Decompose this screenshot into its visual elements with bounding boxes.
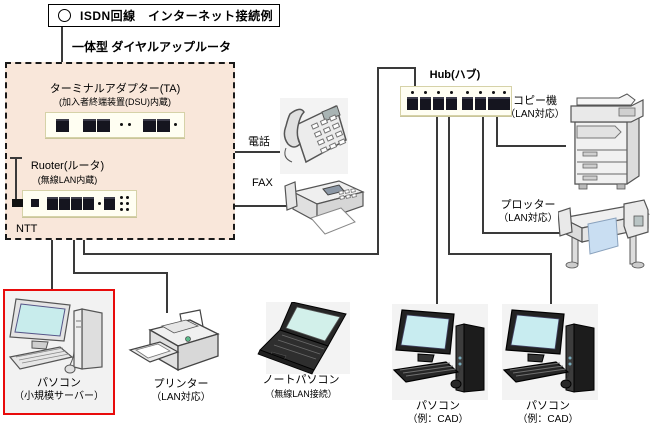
- cad-pc-icon: [392, 302, 488, 407]
- wire-hub-plotter-v: [482, 114, 484, 234]
- hub-port: [446, 97, 457, 110]
- router-led: [126, 202, 129, 205]
- router-led: [98, 202, 101, 205]
- router-sub-label: (無線LAN内蔵): [37, 175, 98, 185]
- router-port: [104, 197, 115, 210]
- router-label: Ruoter(ルータ): [30, 160, 105, 172]
- plotter-label: プロッター: [500, 199, 556, 211]
- ta-port: [97, 119, 110, 132]
- ntt-line-connector: [12, 199, 23, 207]
- wire-router-printer-h: [73, 272, 168, 274]
- phone-icon: [276, 96, 350, 181]
- printer-icon: [128, 308, 230, 383]
- router-port: [59, 197, 70, 210]
- hub-led: [479, 91, 482, 94]
- hub-port: [475, 97, 486, 110]
- integrated-router-label: 一体型 ダイヤルアップルータ: [72, 40, 231, 54]
- ta-led: [174, 123, 177, 126]
- ntt-line: [15, 157, 17, 203]
- wire-router-hub-h2: [377, 67, 416, 69]
- cad-pc1-label: パソコン: [416, 400, 460, 412]
- hub-device: [400, 86, 512, 116]
- copier-sub-label: （LAN対応）: [505, 109, 565, 120]
- wire-hub-cadpc2-v1: [448, 114, 450, 255]
- hub-label: Hub(ハブ): [429, 69, 481, 81]
- hub-led: [424, 91, 427, 94]
- wire-router-hub-v3: [414, 67, 416, 88]
- wire-router-hub-v2: [377, 67, 379, 255]
- router-switch: [31, 199, 39, 207]
- ta-port: [56, 119, 69, 132]
- server-pc-label: パソコン: [37, 377, 81, 389]
- hub-led: [411, 91, 414, 94]
- hub-led: [503, 91, 506, 94]
- router-device: [22, 190, 137, 217]
- printer-label: プリンター: [153, 378, 209, 390]
- hub-led: [437, 91, 440, 94]
- hub-port: [499, 97, 510, 110]
- router-port: [71, 197, 82, 210]
- phone-label: 電話: [248, 136, 270, 148]
- hub-led: [450, 91, 453, 94]
- hub-port: [462, 97, 473, 110]
- plotter-sub-label: （LAN対応）: [498, 213, 558, 224]
- hub-led: [466, 91, 469, 94]
- hub-port: [420, 97, 431, 110]
- terminal-adapter-device: [45, 112, 185, 138]
- ta-port: [157, 119, 170, 132]
- cad-pc2-label: パソコン: [526, 400, 570, 412]
- plotter-icon: [557, 198, 650, 275]
- hub-port: [488, 97, 499, 110]
- router-led: [120, 202, 123, 205]
- copier-icon: [565, 92, 645, 197]
- ta-label: ターミナルアダプター(TA): [49, 83, 181, 95]
- circle-bullet-icon: [58, 9, 71, 22]
- hub-port: [407, 97, 418, 110]
- wire-router-hub-h1: [83, 253, 379, 255]
- wire-hub-cadpc2-v2: [550, 253, 552, 308]
- diagram-title-box: ISDN回線 インターネット接続例: [48, 4, 280, 27]
- wire-hub-plotter-h: [482, 232, 568, 234]
- ta-led: [128, 123, 131, 126]
- cad-pc2-sub-label: （例：CAD）: [517, 414, 579, 425]
- laptop-icon: [252, 301, 350, 381]
- wire-hub-cadpc2-h: [448, 253, 552, 255]
- hub-led: [492, 91, 495, 94]
- router-port: [83, 197, 94, 210]
- wire-router-printer-v1: [73, 215, 75, 274]
- fax-label: FAX: [252, 177, 273, 189]
- router-led: [120, 208, 123, 211]
- router-led: [126, 208, 129, 211]
- wire-hub-copier-v: [496, 114, 498, 147]
- server-pc-sub-label: （小規模サーバー）: [14, 391, 104, 402]
- desktop-pc-icon: [8, 295, 110, 380]
- cad-pc-icon: [502, 302, 598, 407]
- router-led: [126, 196, 129, 199]
- printer-sub-label: （LAN対応）: [151, 392, 211, 403]
- laptop-label: ノートパソコン: [262, 374, 340, 386]
- hub-port: [433, 97, 444, 110]
- wire-hub-copier-h: [496, 145, 566, 147]
- ta-port: [143, 119, 156, 132]
- laptop-sub-label: （無線LAN接続）: [265, 389, 337, 399]
- diagram-title: ISDN回線 インターネット接続例: [80, 9, 274, 23]
- router-led: [120, 196, 123, 199]
- ntt-label: NTT: [16, 223, 38, 235]
- router-port: [47, 197, 58, 210]
- wire-router-serverpc: [51, 215, 53, 291]
- cad-pc1-sub-label: （例：CAD）: [407, 414, 469, 425]
- ta-port: [83, 119, 96, 132]
- copier-label: コピー機: [513, 95, 557, 107]
- wire-hub-cadpc1: [436, 114, 438, 308]
- wire-router-printer-v2: [166, 272, 168, 313]
- fax-icon: [281, 176, 367, 241]
- ta-led: [120, 123, 123, 126]
- ta-sub-label: (加入者終端装置(DSU)内蔵): [59, 97, 171, 107]
